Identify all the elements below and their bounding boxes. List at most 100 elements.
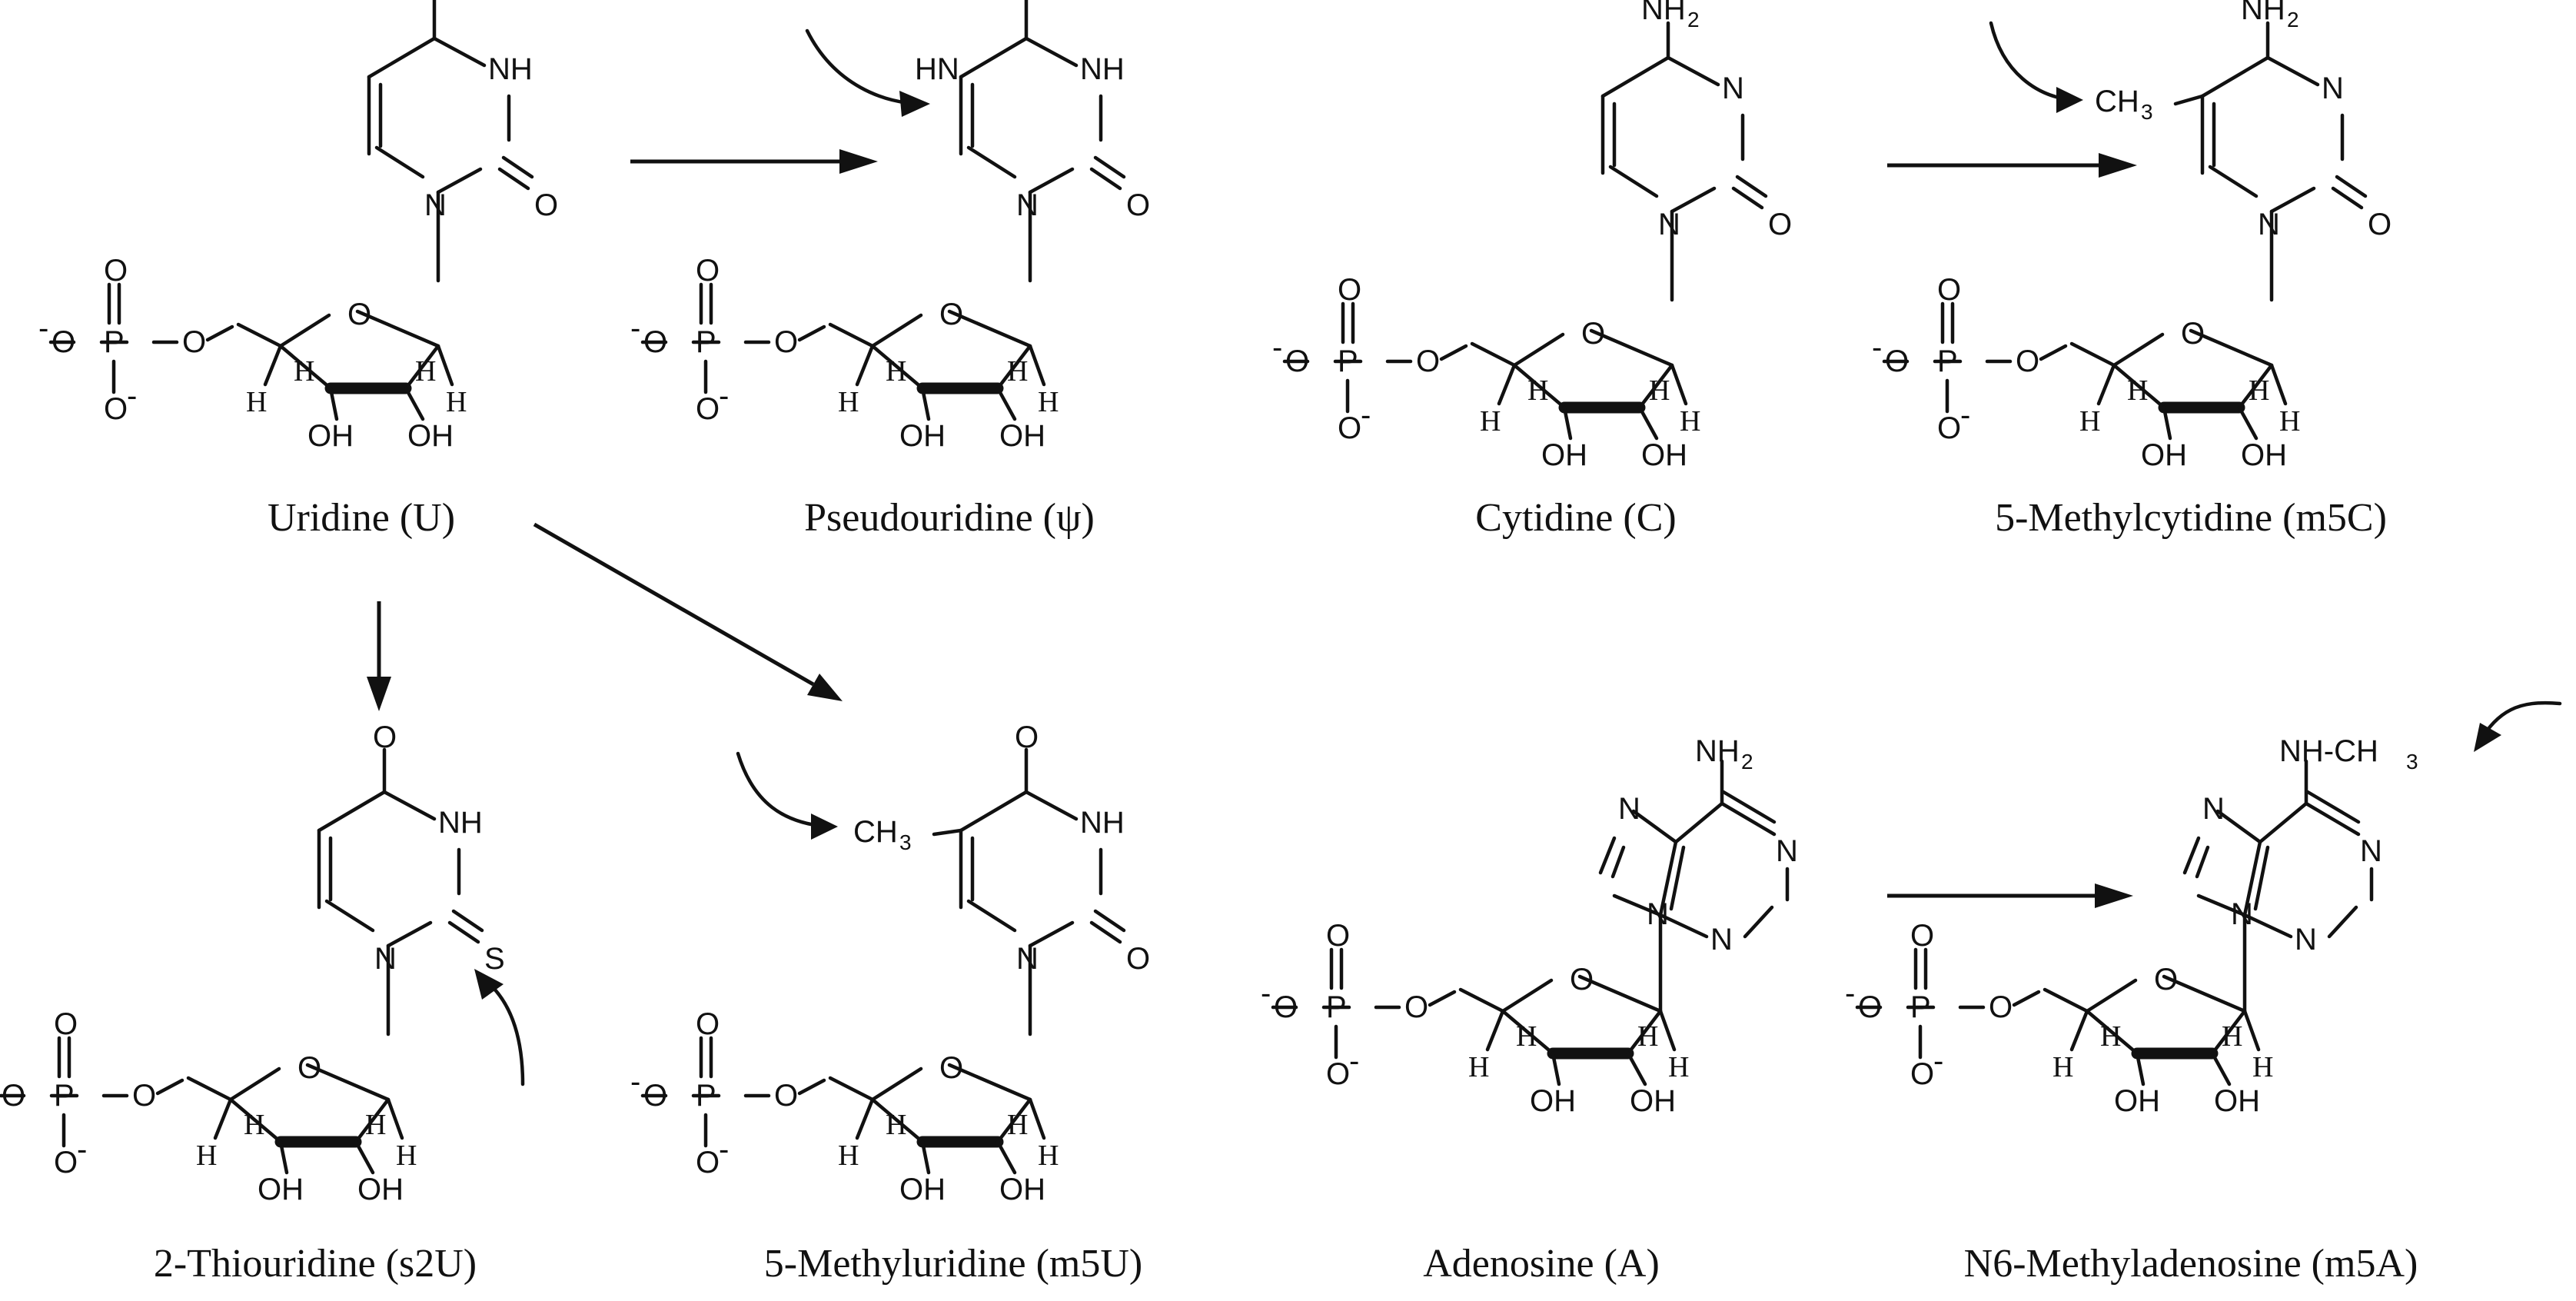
caption-pseudouridine: Pseudouridine (ψ) [804, 496, 1095, 540]
atom-charge-left: - [630, 1065, 640, 1099]
atom-o-down: O [696, 1146, 720, 1180]
atom-o-right: O [1126, 942, 1150, 976]
atom-ch3-sub: 3 [2141, 100, 2153, 124]
atom-oh-3: OH [899, 1173, 946, 1206]
atom-p: P [1937, 344, 1958, 378]
caption-methyladenosine: N6-Methyladenosine (m5A) [1964, 1242, 2418, 1286]
caption-adenosine: Adenosine (A) [1423, 1242, 1660, 1286]
atom-o-right: O [2368, 208, 2392, 241]
caption-methylcytidine: 5-Methylcytidine (m5C) [1995, 496, 2387, 540]
atom-n7: N [1618, 792, 1640, 826]
atom-h-c3: H [838, 1140, 859, 1172]
atom-h-c2: H [396, 1140, 417, 1172]
atom-nh2: NH [1695, 734, 1740, 768]
atom-hn: HN [915, 52, 959, 86]
atom-o-ring: O [939, 1051, 963, 1085]
atom-o-left: O [1858, 990, 1882, 1024]
atom-nh: NH [1080, 52, 1125, 86]
atom-s: S [484, 942, 505, 976]
atom-n1: N [1776, 834, 1798, 868]
atom-charge-down: - [77, 1133, 87, 1166]
atom-o-left: O [2, 1079, 25, 1113]
atom-nh2-sub: 2 [1687, 8, 1700, 32]
atom-o-ester: O [774, 1079, 798, 1113]
atom-o-up: O [54, 1007, 78, 1041]
atom-p: P [54, 1079, 75, 1113]
atom-o-left: O [1885, 344, 1909, 378]
atom-h-c1: H [1007, 1109, 1028, 1141]
atom-o-up: O [1910, 919, 1934, 953]
atom-oh-3: OH [2114, 1084, 2160, 1118]
arrow-cytidine-to-methylcytidine [1887, 153, 2137, 178]
atom-oh-2: OH [1630, 1084, 1676, 1118]
atom-n9: N [2231, 897, 2253, 931]
atom-nh2: NH [1641, 0, 1686, 26]
atom-o-down: O [1937, 411, 1961, 445]
atom-h-c1: H [415, 355, 436, 388]
atom-oh-3: OH [1530, 1084, 1576, 1118]
atom-o-up: O [1326, 919, 1350, 953]
atom-ch3: CH [2095, 85, 2139, 118]
atom-nh: NH [1080, 806, 1125, 840]
atom-charge-down: - [719, 1133, 729, 1166]
atom-n7: N [2202, 792, 2225, 826]
atom-h-c1: H [2249, 374, 2269, 407]
atom-o-ring: O [2181, 317, 2205, 351]
arrow-uridine-to-thiouridine [367, 601, 391, 711]
atom-oh-3: OH [2141, 438, 2187, 472]
atom-h-c4: H [2100, 1020, 2121, 1053]
atom-oh-3: OH [258, 1173, 304, 1206]
molecule-methylcytidine: NH 2 CH 3 N O N O O P O - O O - H H H H … [1872, 0, 2392, 472]
molecule-cytidine: NH 2 N O N O O P O - O O - H H H H OH OH [1272, 0, 1792, 472]
captions: Uridine (U) Pseudouridine (ψ) Cytidine (… [154, 496, 2418, 1286]
atom-o-right: O [1768, 208, 1792, 241]
atom-h-c2: H [1668, 1051, 1689, 1083]
atom-h-c2: H [2252, 1051, 2273, 1083]
atom-p: P [1338, 344, 1358, 378]
atom-h-c3: H [2052, 1051, 2073, 1083]
atom-h-c1: H [1637, 1020, 1658, 1053]
atom-ch3: CH [853, 815, 898, 849]
atom-oh-2: OH [999, 1173, 1045, 1206]
atom-charge-left: - [1872, 331, 1882, 364]
arrow-uridine-to-pseudouridine [630, 149, 878, 174]
atom-h-c2: H [1038, 386, 1059, 418]
atom-h-c4: H [1527, 374, 1548, 407]
atom-o-ester: O [182, 325, 206, 359]
atom-charge-down: - [1349, 1044, 1359, 1078]
arrow-adenosine-to-methyladenosine [1887, 883, 2133, 908]
atom-h-c3: H [1468, 1051, 1489, 1083]
atom-h-c4: H [886, 1109, 906, 1141]
caption-methyluridine: 5-Methyluridine (m5U) [764, 1242, 1142, 1286]
atom-o-up: O [104, 254, 128, 288]
caption-thiouridine: 2-Thiouridine (s2U) [154, 1242, 477, 1286]
atom-h-c4: H [294, 355, 314, 388]
atom-h-c3: H [838, 386, 859, 418]
atom-h-c2: H [1038, 1140, 1059, 1172]
atom-n1: N [1658, 208, 1680, 241]
atom-p: P [1910, 990, 1931, 1024]
molecule-methyluridine: O CH 3 NH O N O O P O - O O - H H H H OH… [630, 720, 1150, 1206]
atom-o-down: O [1338, 411, 1361, 445]
atom-h-c4: H [886, 355, 906, 388]
atom-oh-2: OH [999, 419, 1045, 453]
atom-h-c2: H [446, 386, 467, 418]
atom-h-c4: H [244, 1109, 264, 1141]
molecule-methyladenosine: NH-CH 3 N N N N O O P O - O O - H H H H … [1845, 700, 2562, 1118]
atom-nhch3: NH-CH [2279, 734, 2378, 768]
atom-oh-2: OH [407, 419, 454, 453]
atom-nh2-sub: 2 [1741, 750, 1753, 774]
atom-o-up: O [1338, 273, 1361, 307]
atom-oh-3: OH [1541, 438, 1587, 472]
atom-h-c3: H [2079, 405, 2100, 438]
atom-nh: NH [438, 806, 483, 840]
atom-o-top: O [373, 720, 397, 754]
atom-h-c1: H [2222, 1020, 2242, 1053]
molecule-adenosine: NH 2 N N N N O O P O - O O - H H H H OH … [1261, 734, 1798, 1118]
atom-n1: N [374, 942, 397, 976]
atom-nhch3-sub: 3 [2406, 750, 2418, 774]
atom-o-left: O [1285, 344, 1309, 378]
atom-h-c1: H [365, 1109, 386, 1141]
atom-o-left: O [643, 325, 667, 359]
atom-o-ring: O [347, 298, 371, 331]
